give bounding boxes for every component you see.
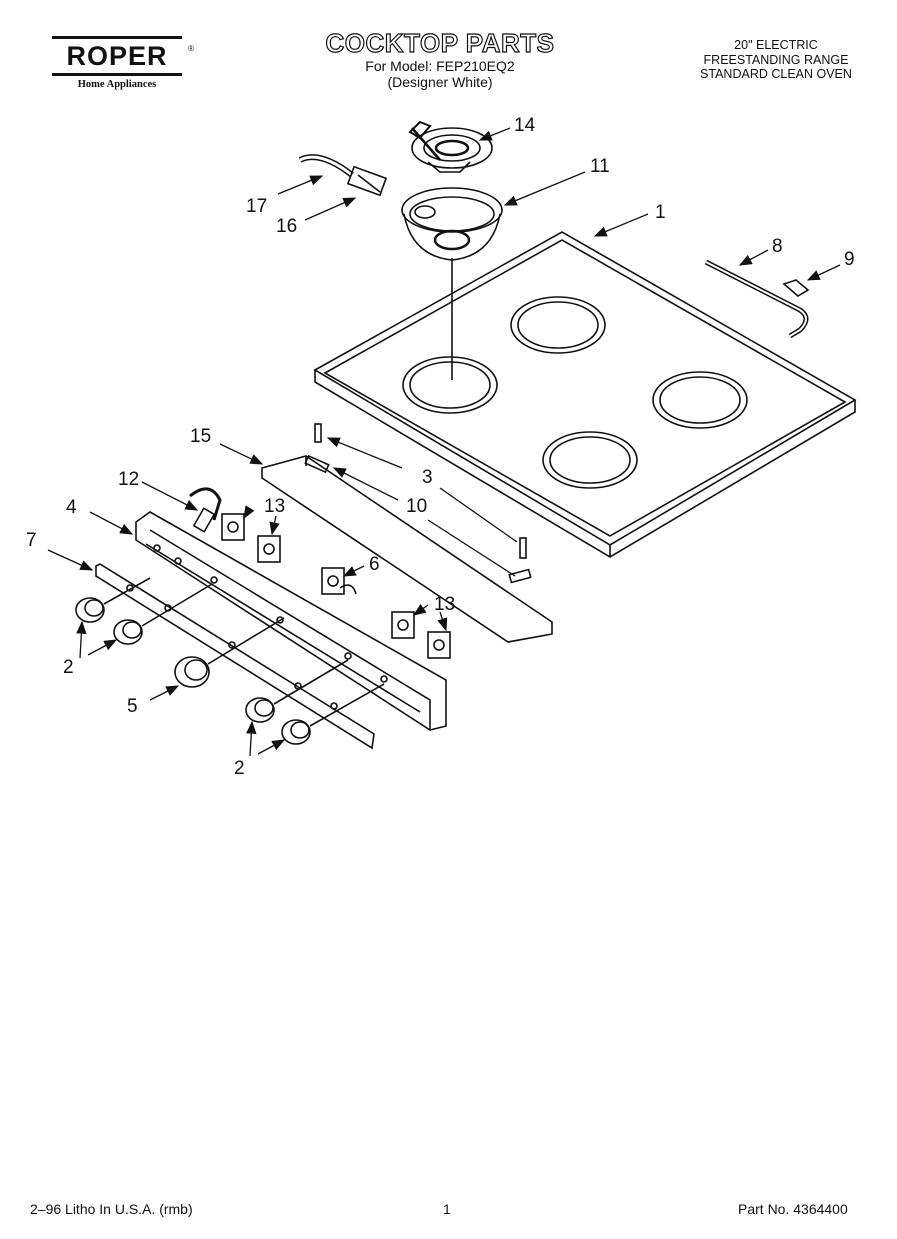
spec-block: 20" ELECTRIC FREESTANDING RANGE STANDARD… (676, 38, 876, 82)
callout-labels: 14 11 17 16 1 8 9 15 3 12 10 4 13 7 6 13… (26, 115, 855, 779)
callout-label: 2 (63, 657, 74, 678)
callout-label: 4 (66, 497, 77, 518)
leader-lines (47, 127, 841, 757)
model-line: For Model: FEP210EQ2 (365, 58, 515, 74)
callout-label: 15 (190, 426, 211, 447)
callout-label: 7 (26, 530, 37, 551)
terminal-block (298, 154, 388, 197)
callout-label: 13 (264, 496, 285, 517)
brand-subtitle: Home Appliances (77, 79, 157, 90)
cooktop-main (313, 231, 857, 558)
drip-bowl (401, 187, 503, 261)
callout-label: 12 (118, 469, 139, 490)
surface-element (408, 120, 493, 173)
callout-label: 1 (655, 202, 666, 223)
callout-label: 3 (422, 467, 433, 488)
knobs (75, 577, 385, 745)
spec-line: FREESTANDING RANGE (703, 52, 849, 67)
trademark-mark: ® (188, 44, 194, 53)
color-line: (Designer White) (387, 74, 493, 90)
gasket-strip (704, 259, 810, 339)
spec-line: 20" ELECTRIC (734, 38, 818, 52)
brand-name: ROPER (66, 41, 168, 71)
callout-label: 2 (234, 758, 245, 779)
callout-label: 9 (844, 249, 855, 270)
callout-label: 17 (246, 196, 267, 217)
footer-print-info: 2–96 Litho In U.S.A. (rmb) (30, 1201, 193, 1217)
callout-label: 5 (127, 696, 138, 717)
callout-label: 14 (514, 115, 536, 136)
switches (189, 487, 451, 659)
page-number: 1 (443, 1201, 451, 1217)
callout-label: 16 (276, 216, 297, 237)
roper-logo: ROPER ® Home Appliances (52, 36, 194, 90)
callout-label: 6 (369, 554, 380, 575)
callout-label: 13 (434, 594, 455, 615)
callout-label: 11 (590, 156, 610, 177)
spec-line: STANDARD CLEAN OVEN (700, 67, 852, 81)
title-block: COCKTOP PARTS For Model: FEP210EQ2 (Desi… (300, 27, 580, 90)
callout-label: 10 (406, 496, 427, 517)
callout-label: 8 (772, 236, 783, 257)
trim-strip (261, 423, 553, 643)
page-title: COCKTOP PARTS (325, 27, 555, 58)
part-number: Part No. 4364400 (738, 1201, 848, 1217)
